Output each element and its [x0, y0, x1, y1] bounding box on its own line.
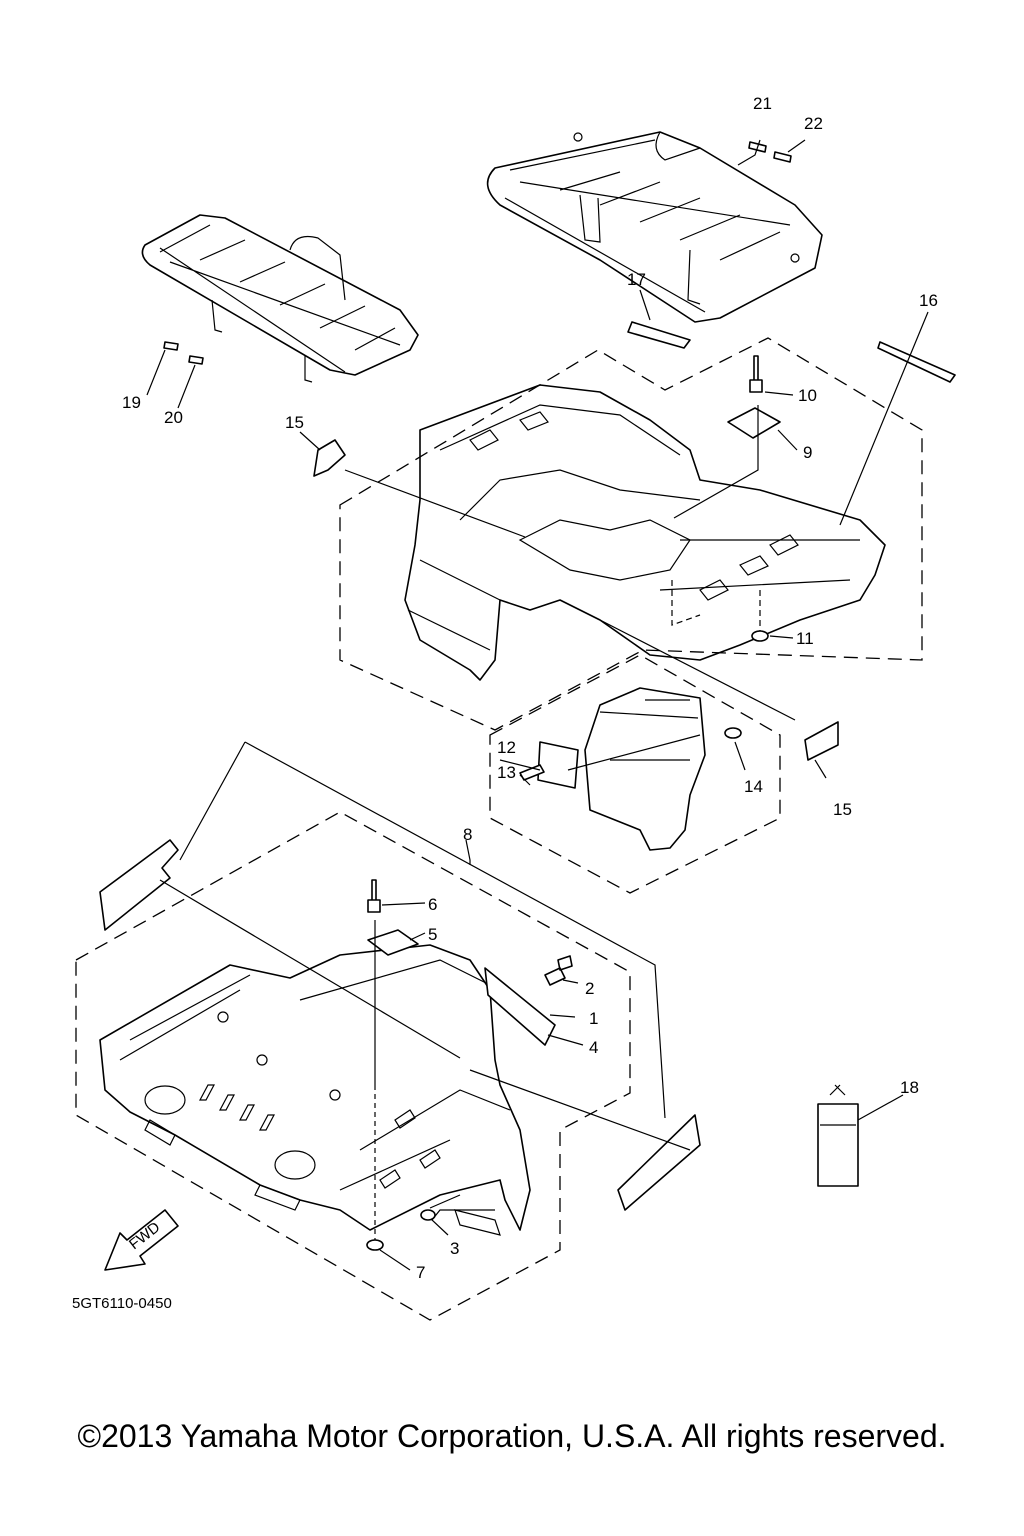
- callout-17: 17: [627, 270, 646, 289]
- callout-2: 2: [585, 979, 594, 998]
- callout-19: 19: [122, 393, 141, 412]
- callout-13: 13: [497, 763, 516, 782]
- decal-22: [773, 151, 792, 163]
- leader-lines: [146, 139, 929, 1271]
- callout-9: 9: [803, 443, 812, 462]
- callout-20: 20: [164, 408, 183, 427]
- callout-12: 12: [497, 738, 516, 757]
- callout-8: 8: [463, 825, 472, 844]
- rear-fender-group-outline: [339, 337, 923, 731]
- plate-9: [727, 407, 781, 439]
- callout-10: 10: [798, 386, 817, 405]
- callout-4: 4: [589, 1038, 598, 1057]
- callout-16: 16: [919, 291, 938, 310]
- front-decal-large: [99, 839, 179, 931]
- callout-labels: 1 2 3 4 5 6 7 8 9 10 11 12 13 14 15 15 1…: [122, 94, 938, 1282]
- rivet-2: [544, 955, 573, 986]
- rear-carrier-rack: [486, 131, 823, 323]
- rear-fender: [404, 384, 886, 681]
- front-fender-group-outline: [75, 811, 631, 1321]
- callout-15-left: 15: [285, 413, 304, 432]
- callout-22: 22: [804, 114, 823, 133]
- grizzly-emblem: [617, 1114, 701, 1211]
- washer-14: [724, 727, 742, 739]
- callout-11: 11: [796, 629, 814, 648]
- decal-15-left: [313, 439, 346, 477]
- fwd-arrow-icon: FWD: [104, 1209, 179, 1271]
- diagram-code: 5GT6110-0450: [72, 1295, 172, 1312]
- rivet-10: [749, 355, 763, 393]
- front-fender: [99, 944, 531, 1236]
- plate-12: [537, 741, 579, 789]
- plate-1: [484, 967, 556, 1046]
- label-tag-18: [817, 1084, 859, 1187]
- mud-flap: [584, 687, 706, 851]
- decal-16: [877, 341, 956, 383]
- callout-18: 18: [900, 1078, 919, 1097]
- callout-1: 1: [589, 1009, 598, 1028]
- callout-7: 7: [416, 1263, 425, 1282]
- copyright-notice: ©2013 Yamaha Motor Corporation, U.S.A. A…: [77, 1418, 947, 1454]
- rivet-6: [367, 879, 381, 913]
- washer-3: [420, 1209, 436, 1221]
- emblem-15-right: [804, 721, 839, 761]
- callout-3: 3: [450, 1239, 459, 1258]
- plate-5: [367, 929, 419, 956]
- callout-14: 14: [744, 777, 763, 796]
- decal-17: [627, 321, 691, 349]
- decal-20: [188, 355, 204, 365]
- decal-19: [163, 341, 179, 351]
- washer-7: [366, 1239, 384, 1251]
- front-carrier-rack: [141, 214, 419, 383]
- callout-5: 5: [428, 925, 437, 944]
- callout-21: 21: [753, 94, 772, 113]
- callout-6: 6: [428, 895, 437, 914]
- callout-15-right: 15: [833, 800, 852, 819]
- washer-11: [751, 630, 769, 642]
